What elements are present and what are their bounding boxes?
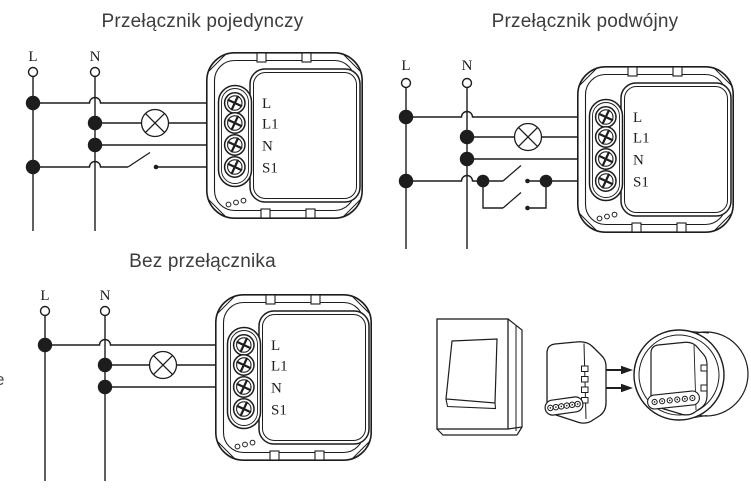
terminal-label-l: L xyxy=(262,96,271,112)
wire-switch-to-s1 xyxy=(406,174,596,209)
neutral-wire-label: N xyxy=(90,49,101,65)
live-wire-label: L xyxy=(401,58,410,74)
live-wire-label: L xyxy=(40,288,49,304)
edge-cropped-text: e xyxy=(0,370,4,390)
live-wire-label: L xyxy=(28,49,37,65)
terminal-label-s1: S1 xyxy=(271,403,287,419)
live-wire xyxy=(27,66,39,231)
terminal-label-l1: L1 xyxy=(271,359,288,375)
terminal-label-n: N xyxy=(271,381,282,397)
terminal-label-l1: L1 xyxy=(262,117,279,133)
terminal-label-s1: S1 xyxy=(262,161,278,177)
live-wire xyxy=(400,77,412,249)
double-switch-icon xyxy=(502,165,530,211)
neutral-wire-label: N xyxy=(462,58,473,74)
lamp-icon xyxy=(140,108,170,138)
terminal-label-l: L xyxy=(633,110,642,126)
relay-module-3d-drawing xyxy=(544,341,607,424)
title-double-switch: Przełącznik podwójny xyxy=(491,11,679,32)
wall-switch-drawing xyxy=(436,318,523,436)
title-single-switch: Przełącznik pojedynczy xyxy=(101,11,304,32)
terminal-label-s1: S1 xyxy=(633,175,649,191)
wire-live-to-l xyxy=(406,110,596,118)
terminal-label-n: N xyxy=(633,153,644,169)
insert-arrows xyxy=(606,365,633,393)
terminal-label-l1: L1 xyxy=(633,131,650,147)
diagram-single-switch: L N L L1 N S1 xyxy=(25,49,364,231)
wire-live-to-l xyxy=(45,338,234,346)
round-mounting-box-drawing xyxy=(633,329,749,421)
diagram-double-switch: L N L L1 N S1 xyxy=(398,58,735,249)
relay-module xyxy=(576,65,735,234)
live-wire xyxy=(39,305,51,481)
arrow-right-icon xyxy=(621,365,633,375)
title-no-switch: Bez przełącznika xyxy=(129,251,276,272)
terminal-label-n: N xyxy=(262,139,273,155)
arrow-right-icon xyxy=(621,383,633,393)
junction-dots xyxy=(25,95,103,175)
terminal-label-l: L xyxy=(271,338,280,354)
lamp-icon xyxy=(148,350,178,380)
neutral-wire-label: N xyxy=(100,288,111,304)
junction-dots xyxy=(37,337,113,395)
neutral-wire xyxy=(461,77,473,249)
neutral-wire xyxy=(99,305,111,481)
junction-dots xyxy=(398,109,553,189)
neutral-wire xyxy=(89,66,101,231)
installation-illustration xyxy=(436,318,749,436)
wire-live-to-l xyxy=(33,96,225,104)
diagram-no-switch: L N L L1 N S1 xyxy=(37,288,373,481)
relay-module xyxy=(214,293,373,462)
switch-icon xyxy=(127,151,159,170)
lamp-icon xyxy=(513,122,543,152)
relay-module xyxy=(205,51,364,220)
